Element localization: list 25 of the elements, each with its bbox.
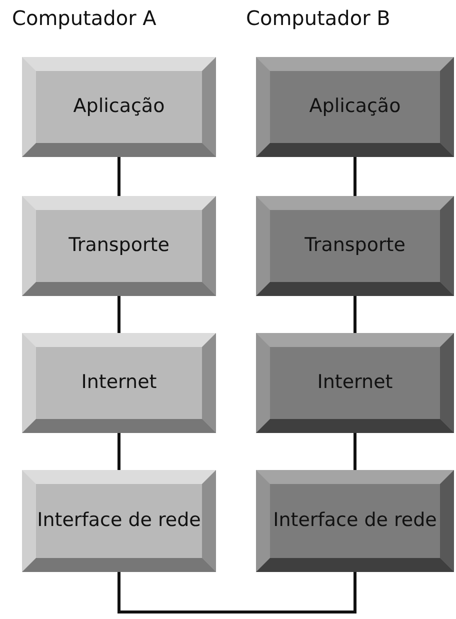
layer-box [22,57,216,157]
layer-box [22,196,216,296]
layer-name: Aplicação [309,95,401,119]
connector-line [354,433,356,470]
connector-line [118,572,356,614]
layer-name: Internet [81,371,157,395]
layer-box [256,57,454,157]
layer-name: Interface de rede [273,509,437,533]
column-heading: Computador A [12,6,156,30]
layer-box [22,333,216,433]
layer-name: Aplicação [73,95,165,119]
layer-box [256,470,454,572]
connector-line [354,296,356,333]
connector-line [118,157,120,196]
layer-box [256,196,454,296]
layer-box [22,470,216,572]
layer-name: Internet [317,371,393,395]
connector-line [354,157,356,196]
layer-name: Interface de rede [37,509,201,533]
column-heading: Computador B [246,6,390,30]
layer-name: Transporte [68,234,170,258]
layer-name: Transporte [304,234,406,258]
layer-box [256,333,454,433]
connector-line [118,296,120,333]
connector-line [118,433,120,470]
